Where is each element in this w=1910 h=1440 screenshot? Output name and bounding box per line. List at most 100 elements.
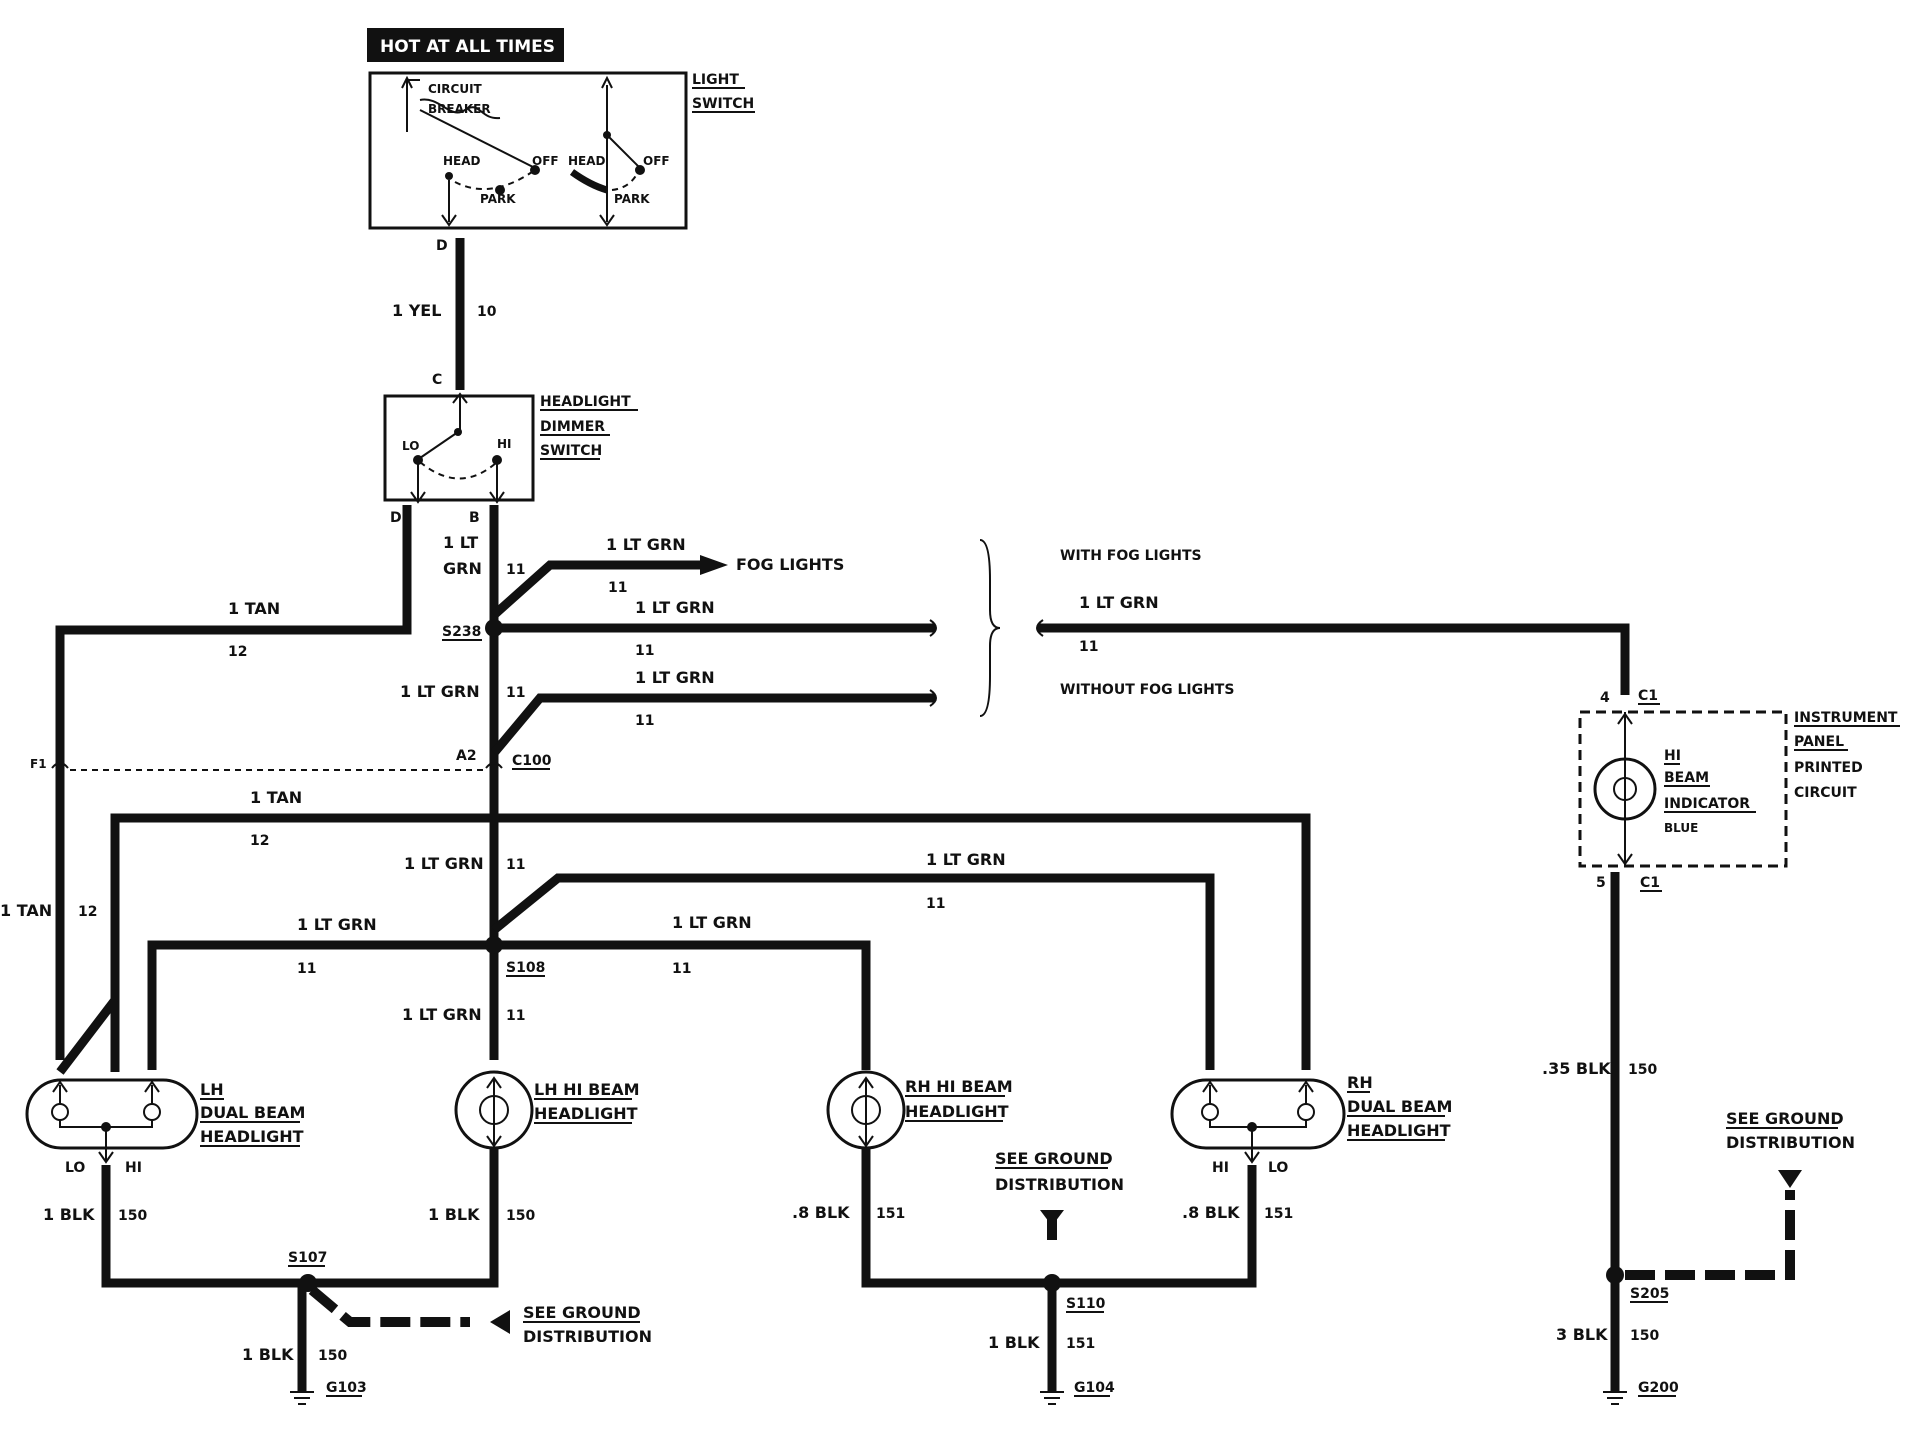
grn-lh-hi-color: 1 LT GRN [402,1005,482,1024]
without-fog-lights: WITHOUT FOG LIGHTS [1060,682,1234,698]
park-left-label: PARK [480,192,516,206]
rh-dual-title-1: RH [1347,1073,1373,1092]
dimmer-title-2: DIMMER [540,419,605,435]
grn-rh-hi-circuit: 11 [672,961,691,977]
hot-at-all-times-banner: HOT AT ALL TIMES [367,28,564,62]
off-left-label: OFF [532,154,559,168]
head-right-label: HEAD [568,154,606,168]
circuit-breaker-label-1: CIRCUIT [428,82,483,96]
grn-b-color-2: GRN [443,559,482,578]
dimmer-title-3: SWITCH [540,443,602,459]
off-right-label: OFF [643,154,670,168]
rh-hi-beam-gnd-circuit: 151 [876,1206,905,1222]
lh-hi-beam-title-2: HEADLIGHT [534,1104,638,1123]
see-ground-s110-2: DISTRIBUTION [995,1175,1124,1194]
rh-hi-beam-gnd-color: .8 BLK [792,1203,850,1222]
with-fog-lights: WITH FOG LIGHTS [1060,548,1202,564]
g104-label: G104 [1074,1380,1115,1396]
lh-dual-title-3: HEADLIGHT [200,1127,304,1146]
g103-label: G103 [326,1380,367,1396]
grn-trunk-color: 1 LT GRN [404,854,484,873]
dimmer-lo-label: LO [402,439,419,453]
hi-beam-indicator-1: HI [1664,748,1681,764]
lh-dual-title-2: DUAL BEAM [200,1103,305,1122]
without-fog-circuit: 11 [635,713,654,729]
grn-b-circuit: 11 [506,562,525,578]
headlight-dimmer-switch: LO HI HEADLIGHT DIMMER SWITCH C D B [383,372,638,526]
ip-title-4: CIRCUIT [1794,785,1857,801]
lh-lo-label: LO [65,1160,85,1176]
g200-circuit: 150 [1630,1328,1659,1344]
lh-lo-gnd-circuit: 150 [118,1208,147,1224]
g104-circuit: 151 [1066,1336,1095,1352]
ground-g104-icon [1040,1391,1064,1405]
ip-feed-color: 1 LT GRN [1079,593,1159,612]
grn-lh-color: 1 LT GRN [297,915,377,934]
lh-hi-beam-gnd-circuit: 150 [506,1208,535,1224]
rh-hi-beam-title-2: HEADLIGHT [905,1102,1009,1121]
dimmer-terminal-d: D [390,510,402,526]
g200-label: G200 [1638,1380,1679,1396]
conn-f1: F1 [30,757,47,771]
wire-terminations [51,539,1044,771]
with-fog-circuit: 11 [635,643,654,659]
rh-dual-gnd-circuit: 151 [1264,1206,1293,1222]
ground-g200-icon [1603,1391,1627,1405]
tan-left-color: 1 TAN [0,901,52,920]
head-left-label: HEAD [443,154,481,168]
see-ground-s107-2: DISTRIBUTION [523,1327,652,1346]
ip-gnd-circuit: 150 [1628,1062,1657,1078]
fog-lights-label: FOG LIGHTS [736,555,844,574]
splice-s107: S107 [288,1250,327,1266]
hi-beam-indicator-color: BLUE [1664,821,1698,835]
tan-top-color: 1 TAN [228,599,280,618]
grn-rh-dual-circuit: 11 [926,896,945,912]
with-fog-color: 1 LT GRN [635,598,715,617]
rh-dual-title-3: HEADLIGHT [1347,1121,1451,1140]
splice-s205: S205 [1630,1286,1669,1302]
g103-color: 1 BLK [242,1345,294,1364]
grn-rh-hi-color: 1 LT GRN [672,913,752,932]
grn-mid-color: 1 LT GRN [400,682,480,701]
rh-dual-title-2: DUAL BEAM [1347,1097,1452,1116]
ip-gnd-color: .35 BLK [1542,1059,1611,1078]
lh-hi-label: HI [125,1160,142,1176]
see-ground-s107-1: SEE GROUND [523,1303,641,1322]
splice-s110: S110 [1066,1296,1106,1312]
dimmer-terminal-b: B [469,510,480,526]
grn-lh-circuit: 11 [297,961,316,977]
ip-conn-top: C1 [1638,688,1658,704]
ground-g103-icon [290,1391,314,1405]
rh-hi-beam-headlight: RH HI BEAM HEADLIGHT [826,1070,1013,1150]
light-switch-title-2: SWITCH [692,96,754,112]
ip-title-1: INSTRUMENT [1794,710,1898,726]
tan-top-circuit: 12 [228,644,247,660]
lh-hi-beam-headlight: LH HI BEAM HEADLIGHT [454,1070,640,1150]
yel-circuit: 10 [477,304,497,320]
fog-circuit: 11 [608,580,627,596]
ip-feed-circuit: 11 [1079,639,1098,655]
light-switch: CIRCUIT BREAKER HEAD OFF PARK HEAD OFF P… [368,71,755,254]
ground-wiring [101,872,1802,1392]
ip-conn-bottom: C1 [1640,875,1660,891]
lh-dual-title-1: LH [200,1080,224,1099]
grn-mid-circuit: 11 [506,685,525,701]
hi-beam-indicator-3: INDICATOR [1664,796,1750,812]
rh-hi-label: HI [1212,1160,1229,1176]
g104-color: 1 BLK [988,1333,1040,1352]
see-ground-s205-2: DISTRIBUTION [1726,1133,1855,1152]
g103-circuit: 150 [318,1348,347,1364]
conn-c100: C100 [512,753,552,769]
grn-trunk-circuit: 11 [506,857,525,873]
rh-hi-beam-title-1: RH HI BEAM [905,1077,1013,1096]
ip-pin-bottom: 5 [1596,875,1606,891]
grn-rh-dual-color: 1 LT GRN [926,850,1006,869]
hot-at-all-times-label: HOT AT ALL TIMES [380,37,555,57]
instrument-panel-printed-circuit: HI BEAM INDICATOR BLUE INSTRUMENT PANEL … [1578,688,1900,892]
g200-color: 3 BLK [1556,1325,1608,1344]
dimmer-title-1: HEADLIGHT [540,394,631,410]
rh-lo-label: LO [1268,1160,1288,1176]
fog-color: 1 LT GRN [606,535,686,554]
see-ground-s110-1: SEE GROUND [995,1149,1113,1168]
